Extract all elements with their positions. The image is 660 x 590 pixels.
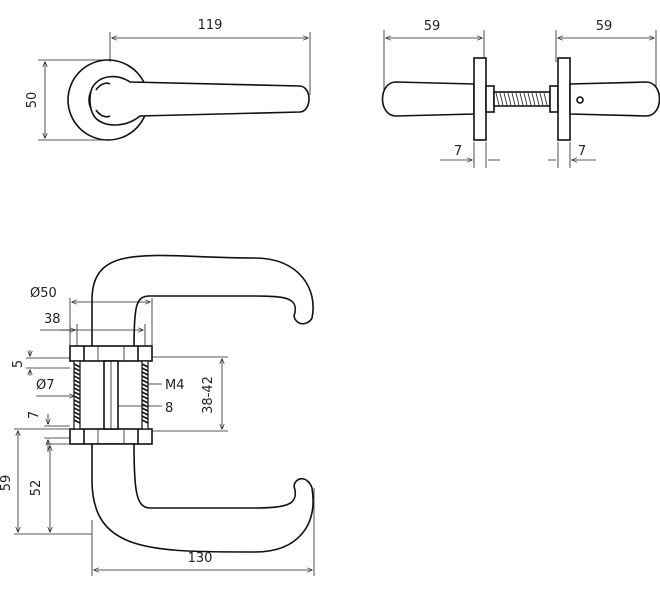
dim-rose-diameter-label: Ø50 — [30, 286, 57, 301]
lower-rose — [69, 428, 153, 445]
dim-door-thickness-label: 38-42 — [201, 376, 216, 414]
dim-lever-length-label: 130 — [188, 551, 213, 566]
section-view: Ø50 38 5 Ø7 M4 8 38-42 7 — [0, 254, 315, 576]
left-screw — [73, 360, 81, 430]
upper-lever — [91, 254, 314, 349]
dim-right-rose-label: 7 — [578, 144, 586, 159]
dim-right-width-label: 59 — [596, 19, 613, 34]
lever-top-view — [89, 75, 310, 126]
left-handle — [381, 81, 475, 117]
top-view: 119 50 — [25, 18, 311, 141]
left-rose — [473, 57, 487, 141]
set-screw-icon — [576, 96, 584, 104]
dim-rose-bottom-label: 7 — [27, 411, 42, 419]
dim-left-rose-label: 7 — [454, 144, 462, 159]
dim-total-height-label: 59 — [0, 475, 14, 492]
dim-thread-label: M4 — [165, 378, 185, 393]
dim-screw-hole-label: Ø7 — [36, 378, 55, 393]
dim-spindle-label: 8 — [165, 401, 173, 416]
thread — [495, 92, 548, 106]
dim-left-width-label: 59 — [424, 19, 441, 34]
upper-rose — [69, 345, 153, 362]
dim-screw-spacing-label: 38 — [44, 312, 61, 327]
dim-lever-height-label: 52 — [29, 480, 44, 497]
dim-rose-top-label: 5 — [11, 360, 26, 368]
dim-length-label: 119 — [198, 18, 223, 33]
right-screw — [141, 360, 149, 430]
side-view: 59 59 7 7 — [381, 19, 660, 168]
dim-height-label: 50 — [25, 92, 40, 109]
right-handle — [569, 81, 660, 117]
lower-lever — [91, 443, 314, 553]
right-rose — [557, 57, 571, 141]
